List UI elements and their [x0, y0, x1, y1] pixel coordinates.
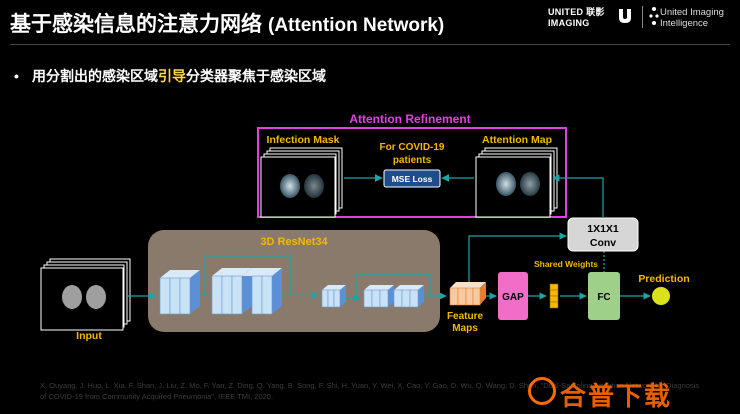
united-imaging-mark-icon [619, 9, 631, 23]
bullet-point: • 用分割出的感染区域引导分类器聚焦于感染区域 [14, 66, 326, 86]
logo-line-1: UNITED 联影 [548, 7, 605, 17]
conv-block-3 [242, 268, 282, 315]
mse-loss-box [383, 169, 441, 188]
prediction-label: Prediction [638, 273, 689, 285]
header-divider [10, 44, 730, 45]
features-to-conv-arrow [468, 232, 567, 282]
conv-block-5 [363, 285, 394, 308]
attention-refinement-label: Attention Refinement [349, 112, 470, 126]
logo-line-2: IMAGING [548, 18, 590, 28]
skip-connection-1 [204, 255, 291, 295]
bullet-dot: • [14, 68, 19, 84]
attention-map-label: Attention Map [482, 134, 552, 146]
logo-line-3: United Imaging [660, 7, 724, 18]
prediction-node [652, 287, 670, 305]
citation-text: X. Ouyang, J. Huo, L. Xia, F. Shan, J. L… [40, 381, 700, 401]
feature-maps-block [449, 282, 486, 306]
feature-vector [549, 283, 559, 309]
conv-block-1 [159, 270, 200, 315]
watermark-logo-icon [528, 377, 556, 405]
logo-separator [642, 6, 643, 28]
resnet-label: 3D ResNet34 [260, 236, 328, 248]
conv-block-6 [393, 285, 424, 308]
mse-loss-label: MSE Loss [392, 174, 433, 184]
intelligence-logo-icon [649, 7, 659, 25]
shared-weights-label: Shared Weights [534, 259, 598, 269]
input-label: Input [76, 330, 102, 342]
gap-label: GAP [502, 292, 524, 303]
for-covid-label-line-2: patients [393, 155, 432, 166]
bullet-highlight: 引导 [158, 68, 186, 84]
slide-title-zh: 基于感染信息的注意力网络 [10, 13, 262, 36]
fc-box [588, 272, 620, 320]
infection-mask-stack [260, 147, 343, 218]
bullet-text-1: 用分割出的感染区域 [32, 68, 158, 84]
conv-label-line-1: 1X1X1 [587, 223, 619, 235]
conv-label-line-2: Conv [590, 237, 616, 249]
conv-to-attention-map-arrow [552, 174, 604, 218]
for-covid-label-line-1: For COVID-19 [379, 142, 444, 153]
attention-map-stack [475, 147, 558, 218]
slide-title: 基于感染信息的注意力网络 (Attention Network) [10, 8, 444, 38]
infection-mask-label: Infection Mask [267, 134, 340, 146]
gap-box [498, 272, 528, 320]
conv-block-4 [321, 285, 346, 308]
skip-connection-2 [355, 274, 431, 298]
united-imaging-logo: UNITED 联影 IMAGING [548, 7, 605, 29]
united-imaging-intelligence-logo: United Imaging Intelligence [660, 7, 724, 29]
feature-maps-label-line-2: Maps [452, 323, 478, 334]
fc-label: FC [597, 292, 610, 303]
conv-block-2 [211, 268, 252, 315]
attention-refinement-box [257, 127, 567, 218]
feature-maps-label-line-1: Feature [447, 311, 484, 322]
watermark-text: 合普下载 [560, 381, 673, 411]
bullet-text-2: 分类器聚焦于感染区域 [186, 68, 326, 84]
logo-line-4: Intelligence [660, 18, 709, 29]
input-ct-stack [40, 258, 131, 331]
slide-title-en: (Attention Network) [268, 15, 445, 36]
